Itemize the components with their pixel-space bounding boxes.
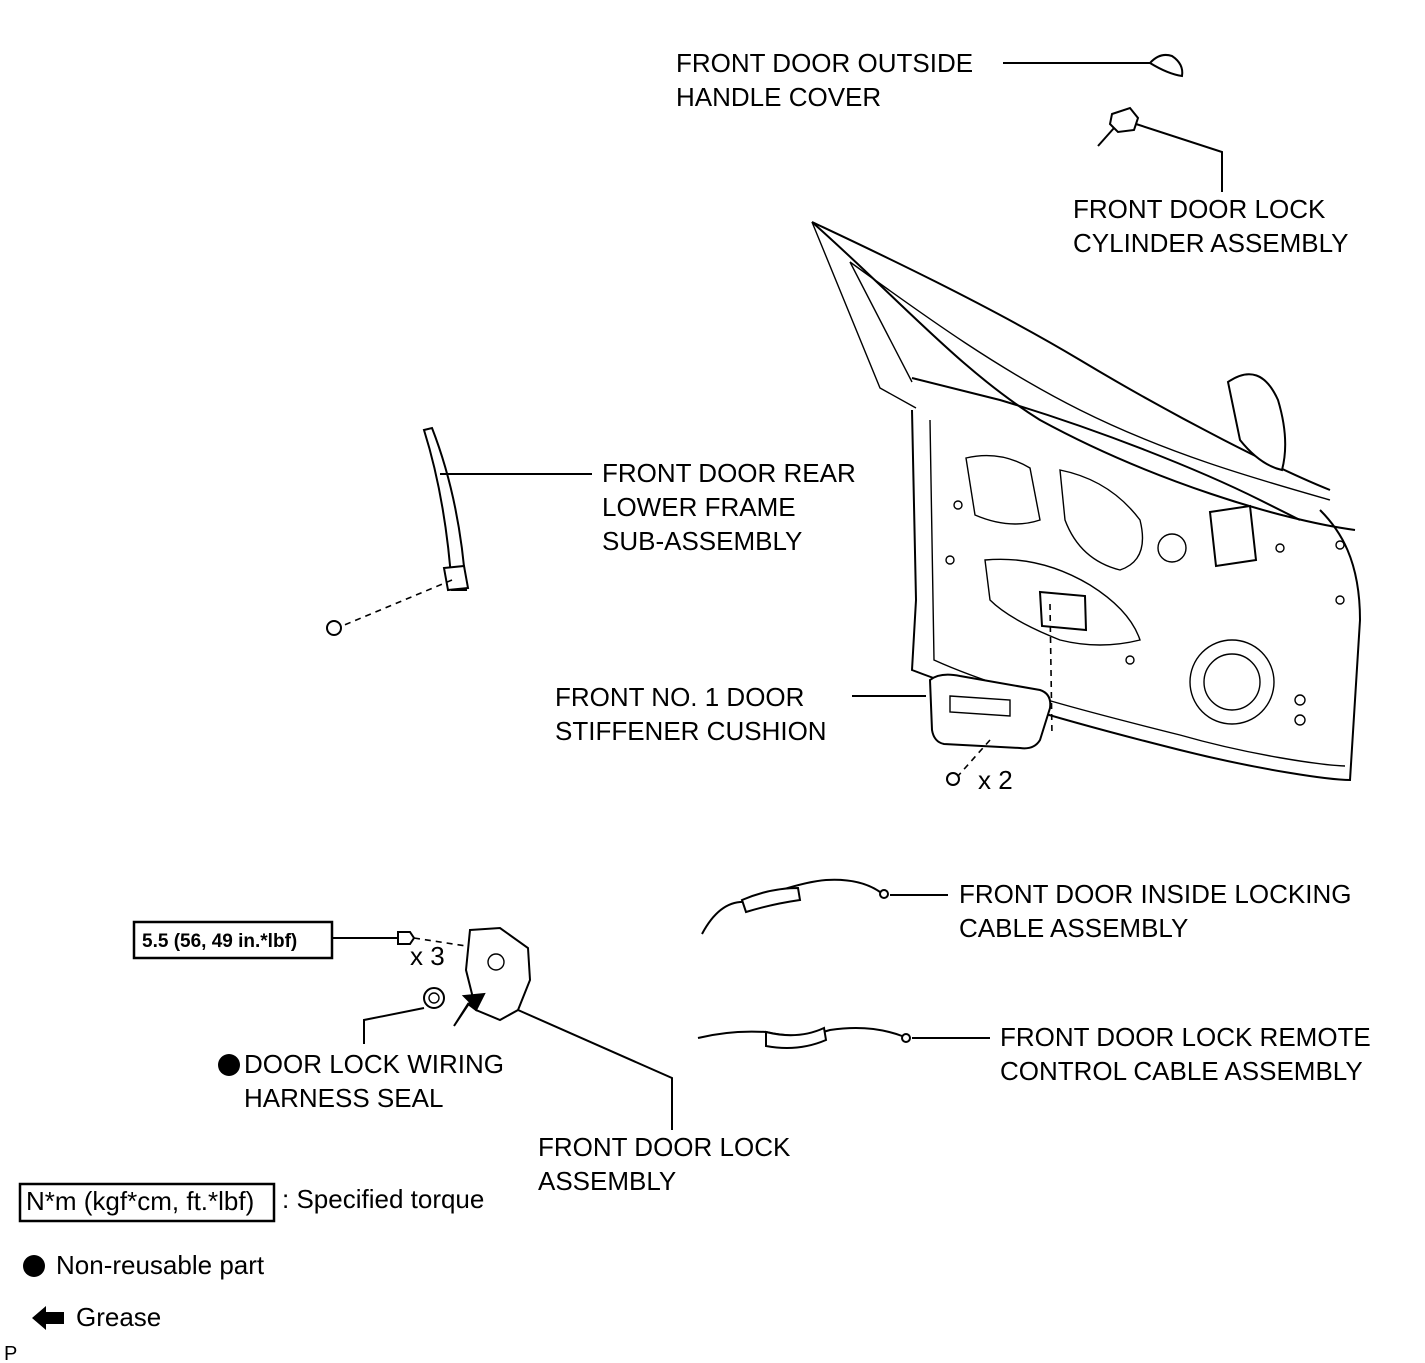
inside-locking-cable-label-1: FRONT DOOR INSIDE LOCKING xyxy=(959,879,1351,909)
door-service-hole-3 xyxy=(1059,469,1144,571)
rear-lower-frame-label-2: LOWER FRAME xyxy=(602,492,796,522)
door-service-hole-2 xyxy=(984,558,1141,646)
door-speaker-inner xyxy=(1203,653,1261,711)
door-lock-assembly-leader xyxy=(517,1009,673,1130)
outside-handle-cover-group: FRONT DOOR OUTSIDE HANDLE COVER xyxy=(676,48,1184,112)
wiring-harness-seal-hole xyxy=(428,992,440,1004)
door-frame-front-inner xyxy=(849,261,913,383)
outside-handle-cover-label-2: HANDLE COVER xyxy=(676,82,881,112)
lock-screw-line xyxy=(413,937,467,947)
rear-lower-frame-label-1: FRONT DOOR REAR xyxy=(602,458,856,488)
door-regulator-pulley xyxy=(1157,533,1187,563)
door-belt-line xyxy=(911,377,1301,521)
door-hole xyxy=(1125,655,1135,665)
door-frame-inner xyxy=(849,261,1331,501)
door-hole xyxy=(953,500,963,510)
door-service-hole-1 xyxy=(965,454,1041,525)
corner-mark: P xyxy=(4,1343,17,1363)
door-speaker-outer xyxy=(1189,639,1275,725)
door-lock-assembly-label-1: FRONT DOOR LOCK xyxy=(538,1132,791,1162)
remote-control-cable-group: FRONT DOOR LOCK REMOTE CONTROL CABLE ASS… xyxy=(697,1022,1371,1086)
rear-lower-frame-part xyxy=(422,426,468,591)
stiffener-cushion-slots xyxy=(949,695,1011,717)
lock-cylinder-group: FRONT DOOR LOCK CYLINDER ASSEMBLY xyxy=(1073,106,1349,258)
filled-circle-icon xyxy=(23,1255,45,1277)
door-bracket xyxy=(1038,590,1088,632)
inside-locking-cable-sleeve xyxy=(740,886,802,914)
door-hole xyxy=(1275,543,1285,553)
door-frame-front xyxy=(811,221,917,409)
rear-lower-frame-screw xyxy=(326,620,342,636)
door-hole xyxy=(1335,540,1345,550)
legend-torque-unit: N*m (kgf*cm, ft.*lbf) xyxy=(26,1186,254,1216)
rear-lower-frame-bracket xyxy=(442,564,470,592)
legend-torque-text: : Specified torque xyxy=(282,1184,484,1214)
rear-lower-frame-label-3: SUB-ASSEMBLY xyxy=(602,526,802,556)
lock-cylinder-shaft xyxy=(1097,127,1115,147)
door-lock-actuator xyxy=(1208,504,1258,568)
lock-screw-qty: x 3 xyxy=(410,941,445,971)
lock-cylinder-part xyxy=(1108,106,1140,134)
door-frame-outer xyxy=(811,221,1356,531)
remote-control-cable-sleeve xyxy=(765,1026,828,1049)
wiring-harness-seal-leader xyxy=(363,1007,425,1044)
wiring-harness-seal-label-1: DOOR LOCK WIRING xyxy=(244,1049,504,1079)
remote-control-cable-end xyxy=(901,1033,911,1043)
stiffener-cushion-part xyxy=(928,673,1052,750)
lock-cylinder-leader xyxy=(1135,123,1223,192)
torque-value: 5.5 (56, 49 in.*lbf) xyxy=(142,931,297,952)
inside-locking-cable-label-2: CABLE ASSEMBLY xyxy=(959,913,1188,943)
lock-screw xyxy=(397,931,416,945)
legend: N*m (kgf*cm, ft.*lbf) : Specified torque… xyxy=(4,1182,484,1363)
door-lock-assembly-label-2: ASSEMBLY xyxy=(538,1166,676,1196)
door-hole xyxy=(945,555,955,565)
door-hole xyxy=(1294,714,1306,726)
rear-lower-frame-group: FRONT DOOR REAR LOWER FRAME SUB-ASSEMBLY xyxy=(326,426,856,636)
arrow-left-icon xyxy=(32,1306,64,1330)
stiffener-cushion-screw-line-2 xyxy=(957,739,991,777)
stiffener-cushion-qty: x 2 xyxy=(978,765,1013,795)
rear-lower-frame-screw-line xyxy=(341,579,453,627)
front-door-panel xyxy=(811,221,1362,782)
outside-handle-cover-label-1: FRONT DOOR OUTSIDE xyxy=(676,48,973,78)
wiring-harness-seal-part xyxy=(423,987,445,1009)
inside-locking-cable-group: FRONT DOOR INSIDE LOCKING CABLE ASSEMBLY xyxy=(701,878,1351,943)
grease-point-arrow xyxy=(453,992,486,1027)
door-lock-assembly-group: 5.5 (56, 49 in.*lbf) x 3 DOOR LOCK WIRIN… xyxy=(132,920,791,1196)
lock-cylinder-label-2: CYLINDER ASSEMBLY xyxy=(1073,228,1349,258)
outside-handle-cover-part xyxy=(1148,53,1184,78)
stiffener-cushion-label-2: STIFFENER CUSHION xyxy=(555,716,827,746)
stiffener-cushion-screw xyxy=(946,772,960,786)
stiffener-cushion-group: FRONT NO. 1 DOOR STIFFENER CUSHION x 2 xyxy=(555,603,1053,795)
door-lock-assembly-hole xyxy=(487,953,505,971)
filled-circle-icon xyxy=(218,1054,240,1076)
torque-box xyxy=(132,920,334,960)
inside-locking-cable-end xyxy=(879,889,889,899)
legend-non-reusable: Non-reusable part xyxy=(56,1250,265,1280)
legend-grease: Grease xyxy=(76,1302,161,1332)
stiffener-cushion-label-1: FRONT NO. 1 DOOR xyxy=(555,682,804,712)
lock-cylinder-label-1: FRONT DOOR LOCK xyxy=(1073,194,1326,224)
door-hole xyxy=(1294,694,1306,706)
remote-control-cable-label-2: CONTROL CABLE ASSEMBLY xyxy=(1000,1056,1363,1086)
remote-control-cable-label-1: FRONT DOOR LOCK REMOTE xyxy=(1000,1022,1371,1052)
stiffener-cushion-screw-line-1 xyxy=(1049,603,1053,737)
wiring-harness-seal-label-2: HARNESS SEAL xyxy=(244,1083,443,1113)
door-mirror xyxy=(1226,373,1287,472)
legend-torque-box xyxy=(18,1182,276,1223)
door-hole xyxy=(1335,595,1345,605)
inside-locking-cable-part xyxy=(701,878,881,935)
